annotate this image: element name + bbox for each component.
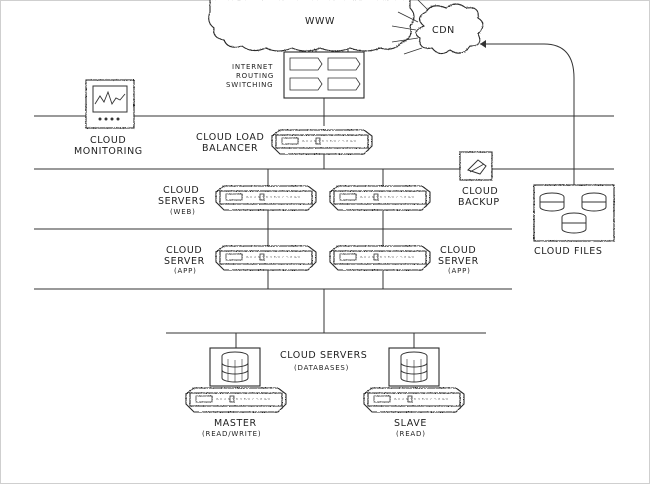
master-server-icon <box>185 387 287 413</box>
www-cloud-icon: WWW <box>208 0 415 52</box>
master-label-line2: (READ/WRITE) <box>202 430 261 438</box>
routing-label-line3: SWITCHING <box>226 81 273 89</box>
app-left-label-line1: CLOUD <box>166 245 202 256</box>
slave-server-icon <box>363 387 465 413</box>
app-server-right-icon <box>329 245 431 271</box>
web-server-right-icon <box>329 185 431 211</box>
db-label-line1: CLOUD SERVERS <box>280 350 367 361</box>
backup-label-line2: BACKUP <box>458 197 500 208</box>
load-balancer-server-icon <box>271 129 373 155</box>
app-right-label-line3: (APP) <box>448 267 471 275</box>
router-icon: INTERNET ROUTING SWITCHING <box>226 51 365 99</box>
web-label-line1: CLOUD <box>163 185 199 196</box>
web-label-line2: SERVERS <box>158 196 205 207</box>
monitoring-label-line2: MONITORING <box>74 146 143 157</box>
monitor-icon: CLOUD MONITORING <box>74 79 143 157</box>
app-right-label-line1: CLOUD <box>440 245 476 256</box>
app-left-label-line3: (APP) <box>174 267 197 275</box>
lb-label-line2: BALANCER <box>202 143 258 154</box>
www-label: WWW <box>305 16 335 27</box>
disk-stack-icon: CLOUD FILES <box>533 184 615 257</box>
slave-database-icon <box>388 347 440 387</box>
cdn-cloud-icon: CDN <box>391 0 484 55</box>
monitoring-label-line1: CLOUD <box>90 135 126 146</box>
backup-label-line1: CLOUD <box>462 186 498 197</box>
app-left-label-line2: SERVER <box>164 256 205 267</box>
web-server-left-icon <box>215 185 317 211</box>
slave-label-line2: (READ) <box>396 430 426 438</box>
slave-label-line1: SLAVE <box>394 418 427 429</box>
web-label-line3: (WEB) <box>170 208 196 216</box>
backup-icon: CLOUD BACKUP <box>458 151 500 208</box>
routing-label-line1: INTERNET <box>232 63 273 71</box>
cdn-label: CDN <box>432 25 455 36</box>
master-database-icon <box>209 347 261 387</box>
app-server-left-icon <box>215 245 317 271</box>
cdn-files-link <box>480 43 575 185</box>
routing-label-line2: ROUTING <box>236 72 274 80</box>
master-label-line1: MASTER <box>214 418 257 429</box>
lb-label-line1: CLOUD LOAD <box>196 132 264 143</box>
files-label: CLOUD FILES <box>534 246 603 257</box>
app-right-label-line2: SERVER <box>438 256 479 267</box>
db-label-line2: (DATABASES) <box>294 364 349 372</box>
